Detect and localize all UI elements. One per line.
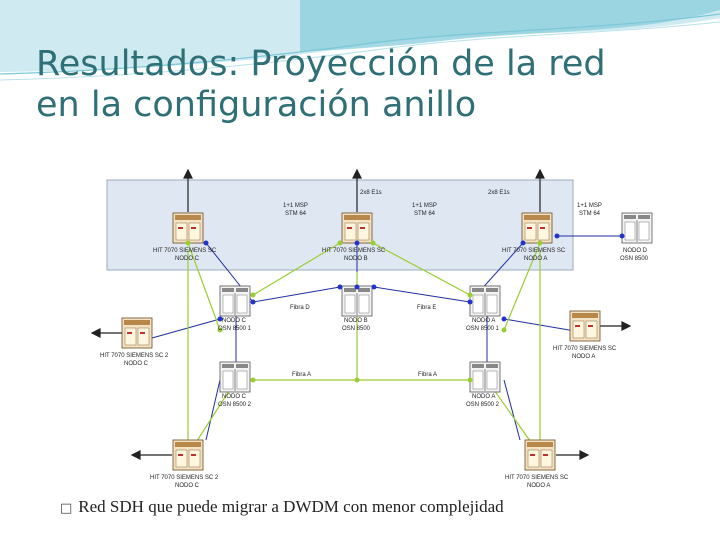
sdh-node-a3-icon xyxy=(524,439,556,471)
sdh-node-a2-icon xyxy=(569,310,601,342)
label-sdh-b-name: HIT 7070 SIEMENS SC xyxy=(322,248,386,254)
bullet-glyph: □ xyxy=(60,501,73,516)
label-top-mid-2: 2x8 E1s xyxy=(488,190,510,196)
label-msp-left: 1+1 MSP xyxy=(283,203,308,209)
label-top-mid-1: 2x8 E1s xyxy=(360,190,382,196)
bullet-point: □ Red SDH que puede migrar a DWDM con men… xyxy=(60,497,504,517)
side-arrows xyxy=(90,321,632,460)
bullet-text: Red SDH que puede migrar a DWDM con meno… xyxy=(78,497,504,516)
label-sdh-a-name: HIT 7070 SIEMENS SC xyxy=(502,248,566,254)
label-msp-right: 1+1 MSP xyxy=(412,203,437,209)
osn-node-c1-icon xyxy=(219,285,251,317)
sdh-node-a-icon xyxy=(521,212,553,244)
label-msp-far: 1+1 MSP xyxy=(577,203,602,209)
label-stm-right: STM 64 xyxy=(414,211,436,217)
label-link-ring-r: Fibra A xyxy=(418,372,437,378)
label-osn-d-node: NODO D xyxy=(623,248,648,254)
slide-title-line-2: en la configuración anillo xyxy=(36,85,477,125)
sdh-node-b-icon xyxy=(341,212,373,244)
label-sdh-a3-node: NODO A xyxy=(527,483,550,489)
uplink-arrows xyxy=(183,168,545,212)
osn-node-c2-icon xyxy=(219,361,251,393)
label-sdh-c-name: HIT 7070 SIEMENS SC xyxy=(153,248,217,254)
label-osn-b-node: NODO B xyxy=(344,318,368,324)
label-sdh-c3-node: NODO C xyxy=(175,483,200,489)
label-osn-a1-model: OSN 8500 1 xyxy=(466,326,500,332)
header-wave-decoration xyxy=(0,0,720,81)
label-osn-b-model: OSN 8500 xyxy=(342,326,371,332)
label-osn-a2-node: NODO A xyxy=(472,394,495,400)
osn-node-a2-icon xyxy=(469,361,501,393)
label-osn-c2-model: OSN 8500 2 xyxy=(218,402,252,408)
label-osn-d-model: OSN 8500 xyxy=(620,256,649,262)
osn-node-d-icon xyxy=(621,212,653,244)
sdh-node-c-icon xyxy=(172,212,204,244)
slide-title-line-1: Resultados: Proyección de la red xyxy=(36,44,606,84)
label-sdh-c2-node: NODO C xyxy=(124,361,149,367)
label-sdh-c2-name: HIT 7070 SIEMENS SC 2 xyxy=(100,353,169,359)
label-stm-far: STM 64 xyxy=(579,211,601,217)
label-sdh-a-node: NODO A xyxy=(524,256,547,262)
label-link-ring-l: Fibra A xyxy=(292,372,311,378)
osn-node-a1-icon xyxy=(469,285,501,317)
sdh-node-c3-icon xyxy=(172,439,204,471)
label-link-cb: Fibra D xyxy=(290,305,310,311)
slide-title: Resultados: Proyección de la red en la c… xyxy=(36,44,696,126)
label-sdh-b-node: NODO B xyxy=(344,256,368,262)
label-sdh-c3-name: HIT 7070 SIEMENS SC 2 xyxy=(150,475,219,481)
label-osn-a1-node: NODO A xyxy=(472,318,495,324)
label-stm-left: STM 64 xyxy=(285,211,307,217)
label-sdh-c-node: NODO C xyxy=(175,256,200,262)
label-osn-c2-node: NODO C xyxy=(222,394,247,400)
osn-node-b-icon xyxy=(341,285,373,317)
label-osn-a2-model: OSN 8500 2 xyxy=(466,402,500,408)
label-osn-c1-node: NODO C xyxy=(222,318,247,324)
port-dots xyxy=(185,233,625,383)
label-sdh-a2-node: NODO A xyxy=(572,354,595,360)
label-osn-c1-model: OSN 8500 1 xyxy=(218,326,252,332)
label-sdh-a3-name: HIT 7070 SIEMENS SC xyxy=(505,475,569,481)
sdh-node-c2-icon xyxy=(121,317,153,349)
label-link-ba: Fibra E xyxy=(417,305,436,311)
label-sdh-a2-name: HIT 7070 SIEMENS SC xyxy=(553,346,617,352)
